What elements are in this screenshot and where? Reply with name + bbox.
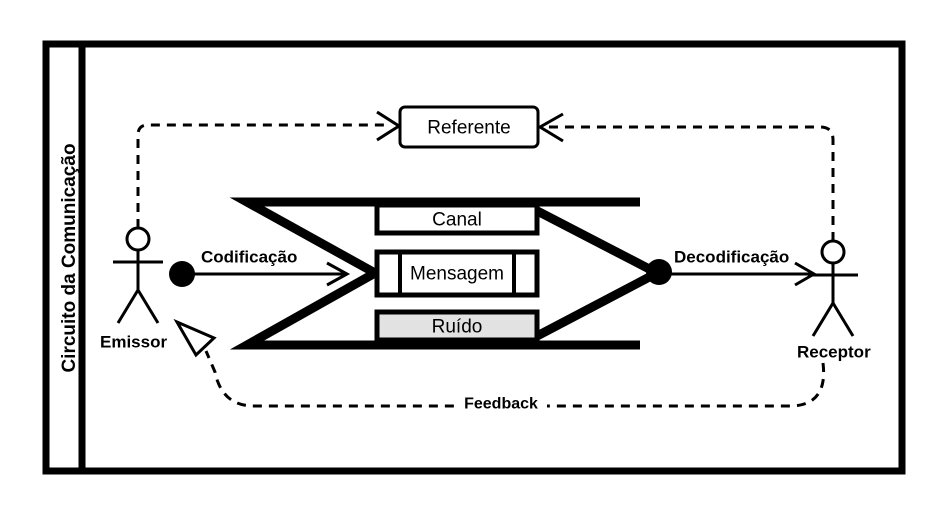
emissor-right-leg xyxy=(136,289,160,324)
decode-node-icon[interactable] xyxy=(646,259,672,285)
diagram-title: Circuito da Comunicação xyxy=(59,143,80,372)
receptor-actor-icon[interactable] xyxy=(808,239,858,337)
emissor-referente-arrowhead-icon xyxy=(376,110,402,142)
emissor-referente-dashed-line xyxy=(136,123,390,228)
codificacao-label: Codificação xyxy=(201,248,297,267)
receptor-referente-arrowhead-icon xyxy=(537,112,564,143)
emissor-actor-icon[interactable] xyxy=(113,226,163,324)
receptor-left-leg xyxy=(811,302,835,337)
receptor-label: Receptor xyxy=(797,343,871,362)
canal-box[interactable] xyxy=(374,202,540,236)
feedback-label-backing xyxy=(455,392,547,414)
feedback-dashed-line xyxy=(204,350,826,408)
mensagem-label: Mensagem xyxy=(410,264,504,285)
decodificacao-arrowhead-icon xyxy=(794,261,817,287)
canal-label: Canal xyxy=(432,210,482,231)
codificacao-arrowhead-icon xyxy=(326,261,351,287)
ruido-label: Ruído xyxy=(432,317,483,338)
feedback-label: Feedback xyxy=(464,396,538,413)
receptor-right-leg xyxy=(831,302,855,337)
emissor-head xyxy=(125,226,151,252)
receptor-referente-dashed-line xyxy=(548,125,835,241)
referente-label: Referente xyxy=(427,118,510,139)
decodificacao-label: Decodificação xyxy=(674,248,789,267)
receptor-head xyxy=(820,239,846,265)
ruido-box[interactable] xyxy=(374,309,540,343)
mensagem-box[interactable] xyxy=(374,249,540,298)
feedback-arrowhead-icon xyxy=(173,318,217,358)
emissor-left-leg xyxy=(116,289,140,324)
encode-node-icon[interactable] xyxy=(169,261,195,287)
emissor-label: Emissor xyxy=(100,333,167,352)
diagram-outer-frame xyxy=(42,40,906,475)
